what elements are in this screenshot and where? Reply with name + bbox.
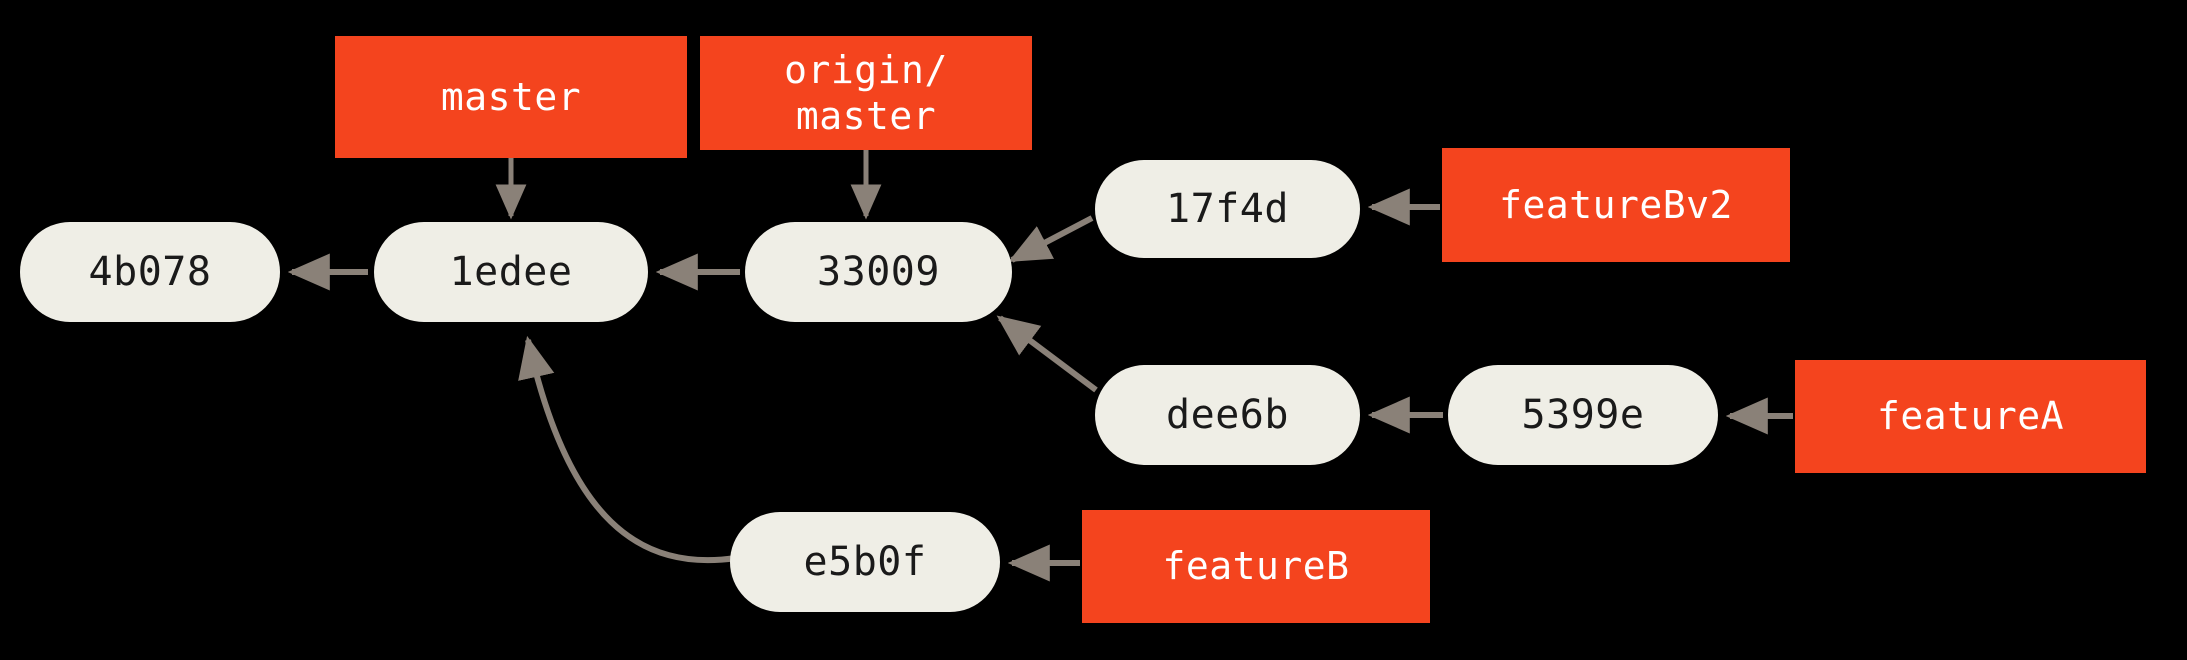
- commit-label: dee6b: [1166, 392, 1289, 438]
- branch-label-text: origin/ master: [784, 47, 948, 138]
- branch-label-text: master: [440, 74, 582, 119]
- commit-label: 1edee: [449, 249, 573, 295]
- edge-dee6b-to-33009: [996, 315, 1098, 393]
- commit-label: e5b0f: [803, 539, 927, 585]
- edge-e5b0f-to-1edee: [518, 335, 737, 564]
- branch-label-featureBv2[interactable]: featureBv2: [1442, 148, 1790, 262]
- commit-label: 5399e: [1521, 392, 1645, 438]
- commit-node-4b078[interactable]: 4b078: [20, 222, 280, 322]
- commit-node-17f4d[interactable]: 17f4d: [1095, 160, 1360, 258]
- commit-label: 17f4d: [1166, 186, 1289, 232]
- commit-node-1edee[interactable]: 1edee: [374, 222, 648, 322]
- commit-label: 33009: [817, 249, 940, 295]
- commit-node-dee6b[interactable]: dee6b: [1095, 365, 1360, 465]
- commit-node-33009[interactable]: 33009: [745, 222, 1012, 322]
- branch-label-featureB[interactable]: featureB: [1082, 510, 1430, 623]
- commit-node-e5b0f[interactable]: e5b0f: [730, 512, 1000, 612]
- branch-label-origin-master[interactable]: origin/ master: [700, 36, 1032, 150]
- branch-label-master[interactable]: master: [335, 36, 687, 158]
- branch-label-featureA[interactable]: featureA: [1795, 360, 2146, 473]
- edge-17f4d-to-33009: [1008, 215, 1094, 263]
- commit-node-5399e[interactable]: 5399e: [1448, 365, 1718, 465]
- branch-label-text: featureB: [1162, 544, 1350, 589]
- branch-label-text: featureBv2: [1499, 182, 1733, 227]
- commit-label: 4b078: [88, 249, 212, 295]
- branch-label-text: featureA: [1876, 394, 2065, 439]
